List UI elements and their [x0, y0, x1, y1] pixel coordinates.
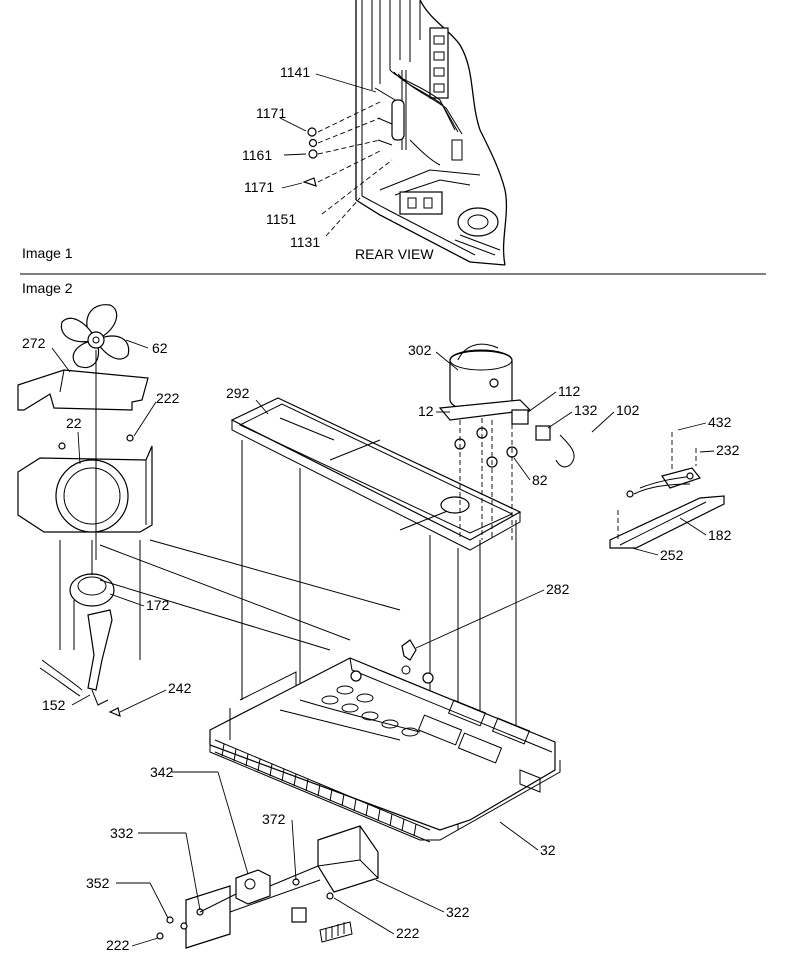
part-label: 1171 [244, 179, 274, 195]
part-label: 302 [408, 342, 432, 358]
fan-bracket [17, 445, 153, 533]
part-label: 152 [42, 697, 66, 713]
part-label: 332 [110, 825, 134, 841]
fan-shroud-cover [17, 369, 149, 411]
base-tray [209, 657, 561, 843]
fan-motor [69, 540, 115, 607]
damper-block [291, 907, 307, 923]
part-label: 352 [86, 875, 110, 891]
part-label: 1151 [266, 211, 296, 227]
fan-blade [60, 304, 130, 369]
part-label: 292 [226, 385, 250, 401]
part-label: 272 [22, 335, 46, 351]
part-label: 132 [574, 402, 598, 418]
tube-clip [401, 639, 417, 661]
part-label: 1161 [242, 147, 272, 163]
part-label: 62 [152, 340, 168, 356]
part-label: 282 [546, 581, 570, 597]
drain-heater-assembly [609, 432, 725, 549]
part-label: 322 [446, 904, 470, 920]
start-relay [511, 409, 529, 425]
part-label: 372 [262, 811, 286, 827]
part-label: 222 [156, 390, 180, 406]
mounting-plate [185, 885, 231, 949]
part-label: 252 [660, 547, 684, 563]
condenser-fan-bracket [317, 825, 379, 893]
part-label: 1141 [280, 64, 310, 80]
part-label: 432 [708, 414, 732, 430]
compressor [438, 343, 532, 421]
rear-view-illustration [302, 0, 508, 266]
part-label: 82 [532, 472, 548, 488]
part-label: 22 [66, 415, 82, 431]
overload-protector [535, 425, 551, 441]
part-label: 182 [708, 527, 732, 543]
part-label: 112 [558, 383, 581, 399]
condenser-cover [230, 397, 522, 551]
part-label: 172 [146, 597, 170, 613]
part-label: 1171 [256, 105, 286, 121]
rear-view-label: REAR VIEW [355, 246, 434, 262]
damper-control [235, 869, 271, 905]
part-label: 12 [418, 403, 434, 419]
part-label: 342 [150, 764, 174, 780]
part-label: 242 [168, 680, 192, 696]
image1-label: Image 1 [22, 245, 73, 261]
part-label: 222 [106, 937, 130, 953]
part-label: 1131 [290, 234, 320, 250]
image2-label: Image 2 [22, 280, 73, 296]
part-label: 222 [396, 925, 420, 941]
part-label: 32 [540, 842, 556, 858]
part-label: 232 [716, 442, 740, 458]
part-label: 102 [616, 402, 640, 418]
